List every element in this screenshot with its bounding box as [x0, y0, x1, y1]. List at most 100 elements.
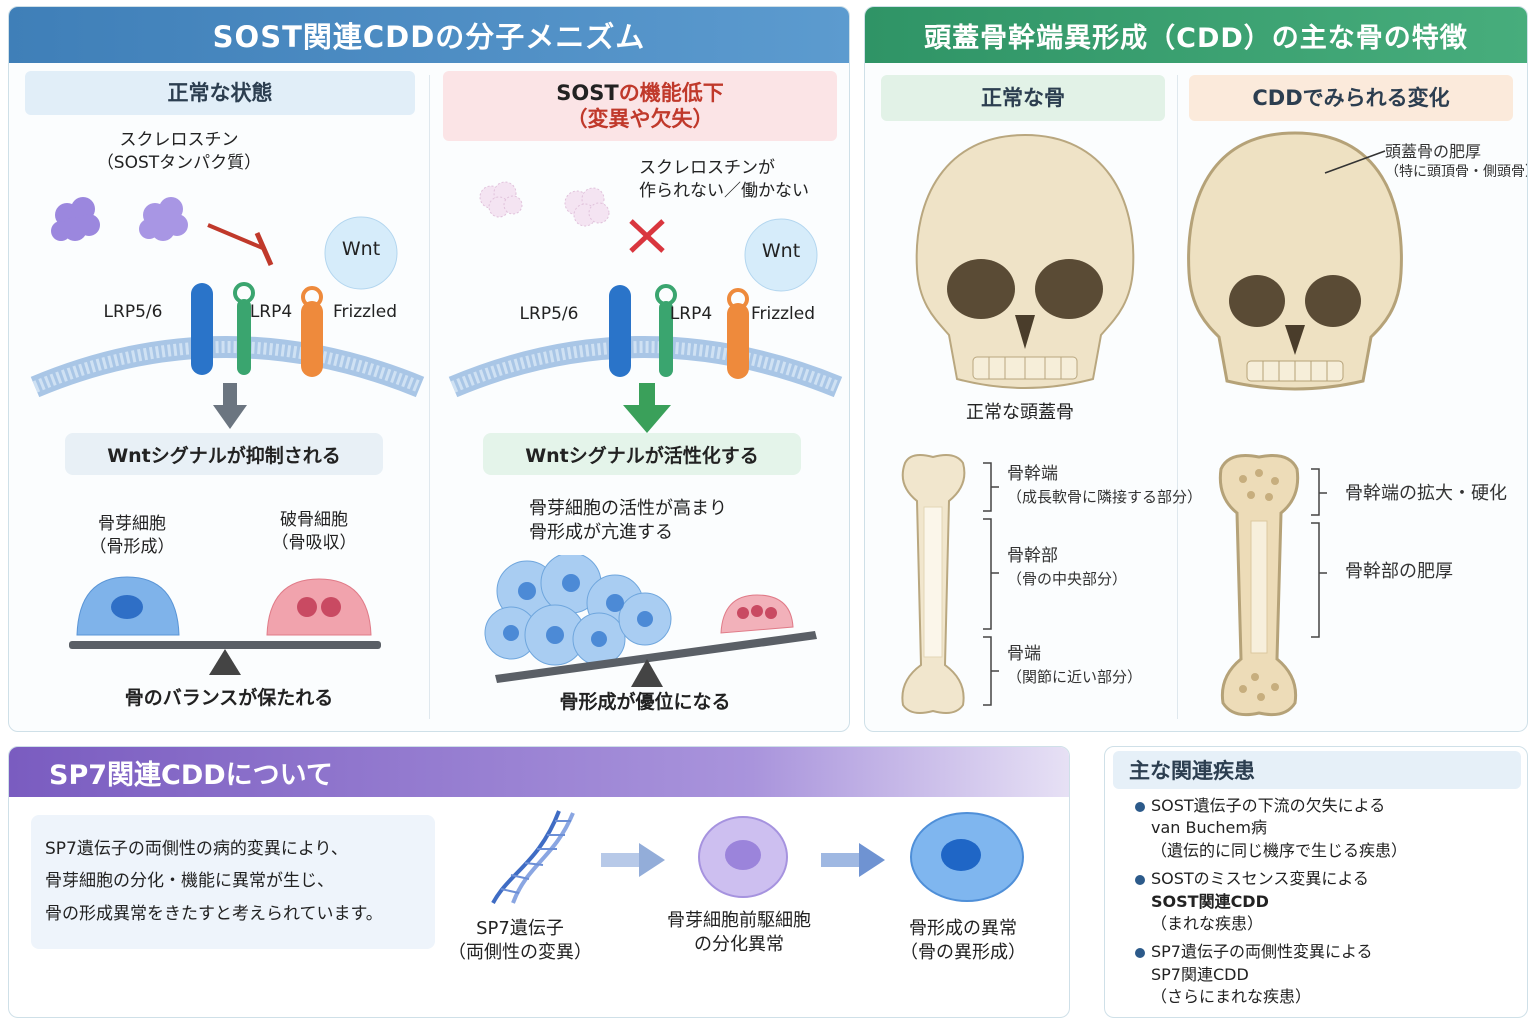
- wnt-label: Wnt: [341, 238, 381, 260]
- arrow-right-icon: [639, 843, 665, 877]
- osteoclast-label: 破骨細胞 （骨吸収）: [259, 509, 369, 555]
- cdd-long-bone: [1218, 454, 1300, 717]
- disease-1-name: van Buchem病: [1151, 818, 1267, 838]
- diaphysis-desc: （骨の中央部分）: [1007, 569, 1128, 588]
- bone-part-metaphysis: 骨幹端 （成長軟骨に隣接する部分）: [1007, 463, 1202, 508]
- wnt-suppressed-result: Wntシグナルが抑制される: [65, 433, 383, 475]
- sclerostin-molecule-2: [139, 197, 188, 241]
- related-diseases-panel: 主な関連疾患 SOST遺伝子の下流の欠失による van Buchem病 （遺伝的…: [1104, 746, 1528, 1018]
- bone-part-diaphysis: 骨幹部 （骨の中央部分）: [1007, 545, 1127, 590]
- disease-item-sost-cdd: SOSTのミスセンス変異による SOST関連CDD （まれな疾患）: [1131, 868, 1521, 935]
- balance-fulcrum-2: [631, 659, 663, 687]
- frizzled-label: Frizzled: [332, 302, 398, 322]
- lrp4-receptor: [237, 299, 251, 375]
- epiphysis-name: 骨端: [1007, 644, 1041, 664]
- metaphysis-name: 骨幹端: [1007, 464, 1058, 484]
- normal-balance-text: 骨のバランスが保たれる: [124, 687, 334, 709]
- loss-note-line2: 作られない／働かない: [639, 180, 809, 201]
- disease-list: SOST遺伝子の下流の欠失による van Buchem病 （遺伝的に同じ機序で生…: [1131, 795, 1521, 1015]
- frizzled-receptor-2: [727, 303, 749, 379]
- balance-fulcrum: [209, 649, 241, 675]
- cdd-panel-title: 頭蓋骨幹端異形成（CDD）の主な骨の特徴: [865, 7, 1527, 63]
- cdd-change-diaphysis: 骨幹部の肥厚: [1345, 561, 1453, 582]
- osteoblast-name: 骨芽細胞: [98, 514, 166, 534]
- wnt-bubble: [324, 216, 398, 290]
- normal-bone-heading-text: 正常な骨: [981, 85, 1065, 110]
- frizzled-label-2: Frizzled: [750, 304, 816, 324]
- loss-note: スクレロスチンが 作られない／働かない: [639, 157, 839, 203]
- lrp56-receptor: [191, 283, 213, 375]
- loss-balance-diagram: [484, 555, 817, 687]
- tilted-beam: [495, 631, 817, 683]
- sp7-panel-title: SP7関連CDDについて: [9, 747, 1069, 797]
- lrp4-label: LRP4: [249, 302, 293, 322]
- sp7-panel: SP7関連CDDについて SP7遺伝子の両側性の病的変異により、 骨芽細胞の分化…: [8, 746, 1070, 1018]
- cdd-changes-heading: CDDでみられる変化: [1189, 75, 1513, 121]
- sp7-step-gene-line2: （両側性の変異）: [448, 942, 592, 964]
- sost-mechanism-panel: SOST関連CDDの分子メニズム 正常な状態 スクレロスチン （SOSTタンパク…: [8, 6, 850, 732]
- wnt-activated-result: Wntシグナルが活性化する: [483, 433, 801, 475]
- disease-3-cause: SP7遺伝子の両側性変異による: [1151, 942, 1373, 962]
- sp7-step-bone-line1: 骨形成の異常: [909, 918, 1017, 939]
- sp7-pathway-diagram: [491, 810, 1024, 904]
- cdd-features-panel: 頭蓋骨幹端異形成（CDD）の主な骨の特徴 正常な骨 CDDでみられる変化 正常な…: [864, 6, 1528, 732]
- cdd-changes-heading-text: CDDでみられる変化: [1252, 85, 1450, 110]
- sp7-description-box: SP7遺伝子の両側性の病的変異により、 骨芽細胞の分化・機能に異常が生じ、 骨の…: [31, 815, 435, 949]
- epiphysis-desc: （関節に近い部分）: [1007, 667, 1143, 686]
- disease-2-note: （まれな疾患）: [1151, 913, 1264, 933]
- loss-desc-line2: 骨形成が亢進する: [529, 522, 673, 544]
- sp7-panel-title-text: SP7関連CDDについて: [49, 759, 333, 791]
- lrp56-label: LRP5/6: [103, 302, 163, 322]
- osteoclast-name: 破骨細胞: [280, 510, 348, 530]
- balance-beam: [69, 641, 381, 649]
- frizzled-receptor: [301, 301, 323, 377]
- skull-annot-main: 頭蓋骨の肥厚: [1385, 142, 1482, 161]
- sp7-step-precursor: 骨芽細胞前駆細胞 の分化異常: [659, 909, 819, 958]
- sp7-desc-line3: 骨の形成異常をきたすと考えられています。: [45, 903, 383, 924]
- wnt-suppressed-text: Wntシグナルが抑制される: [107, 444, 341, 467]
- normal-state-heading-text: 正常な状態: [167, 80, 273, 105]
- blocked-x-icon: [629, 219, 665, 253]
- disease-3-note: （さらにまれな疾患）: [1151, 987, 1312, 1007]
- cdd-divider: [1177, 75, 1178, 719]
- sclerostin-label: スクレロスチン （SOSTタンパク質）: [89, 129, 269, 175]
- arrow-right-icon-2: [859, 843, 885, 877]
- disease-1-note: （遺伝的に同じ機序で生じる疾患）: [1151, 840, 1408, 860]
- skull-annot: 頭蓋骨の肥厚 （特に頭頂骨・側頭骨）: [1385, 141, 1528, 183]
- loss-balance-text: 骨形成が優位になる: [559, 691, 731, 713]
- dna-icon: [491, 810, 575, 904]
- sclerostin-molecule-1: [51, 197, 100, 241]
- sp7-step-bone: 骨形成の異常 （骨の異形成）: [885, 917, 1041, 966]
- normal-long-bone: [901, 454, 966, 714]
- normal-balance-diagram: [69, 576, 381, 675]
- skull-annot-sub: （特に頭頂骨・側頭骨）: [1385, 164, 1528, 181]
- sp7-step-gene: SP7遺伝子 （両側性の変異）: [445, 917, 595, 966]
- diaphysis-name: 骨幹部: [1007, 546, 1058, 566]
- sp7-step-precursor-line1: 骨芽細胞前駆細胞: [667, 910, 811, 931]
- metaphysis-desc: （成長軟骨に隣接する部分）: [1007, 487, 1203, 506]
- loss-membrane-diagram: [448, 181, 843, 433]
- lrp4-label-2: LRP4: [669, 304, 713, 324]
- loss-heading-rest: の機能低下: [618, 80, 724, 105]
- cdd-change-brackets: [1311, 468, 1327, 638]
- loss-note-line1: スクレロスチンが: [639, 158, 775, 178]
- cdd-change-metaphysis: 骨幹端の拡大・硬化: [1345, 483, 1507, 504]
- faded-sclerostin-1: [479, 181, 523, 218]
- skull-annotation-line: [1324, 150, 1386, 174]
- disease-1-cause: SOST遺伝子の下流の欠失による: [1151, 796, 1386, 815]
- cdd-skull-illustration: [1187, 131, 1403, 391]
- normal-bone-heading: 正常な骨: [881, 75, 1165, 121]
- loss-desc-line1: 骨芽細胞の活性が高まり: [529, 498, 727, 519]
- disease-2-cause: SOSTのミスセンス変異による: [1151, 869, 1369, 889]
- sclerostin-name: スクレロスチン: [119, 130, 239, 150]
- osteoblast-label: 骨芽細胞 （骨形成）: [77, 513, 187, 559]
- bone-part-epiphysis: 骨端 （関節に近い部分）: [1007, 643, 1142, 688]
- bone-part-brackets: [983, 462, 999, 706]
- osteoclast-cell: [266, 578, 372, 636]
- normal-state-heading: 正常な状態: [25, 71, 415, 115]
- wnt-bubble-2: [744, 218, 818, 292]
- sp7-desc-line1: SP7遺伝子の両側性の病的変異により、: [45, 839, 348, 859]
- sost-panel-title: SOST関連CDDの分子メニズム: [9, 7, 849, 63]
- panel-divider: [429, 75, 430, 719]
- sp7-step-gene-line1: SP7遺伝子: [476, 918, 564, 939]
